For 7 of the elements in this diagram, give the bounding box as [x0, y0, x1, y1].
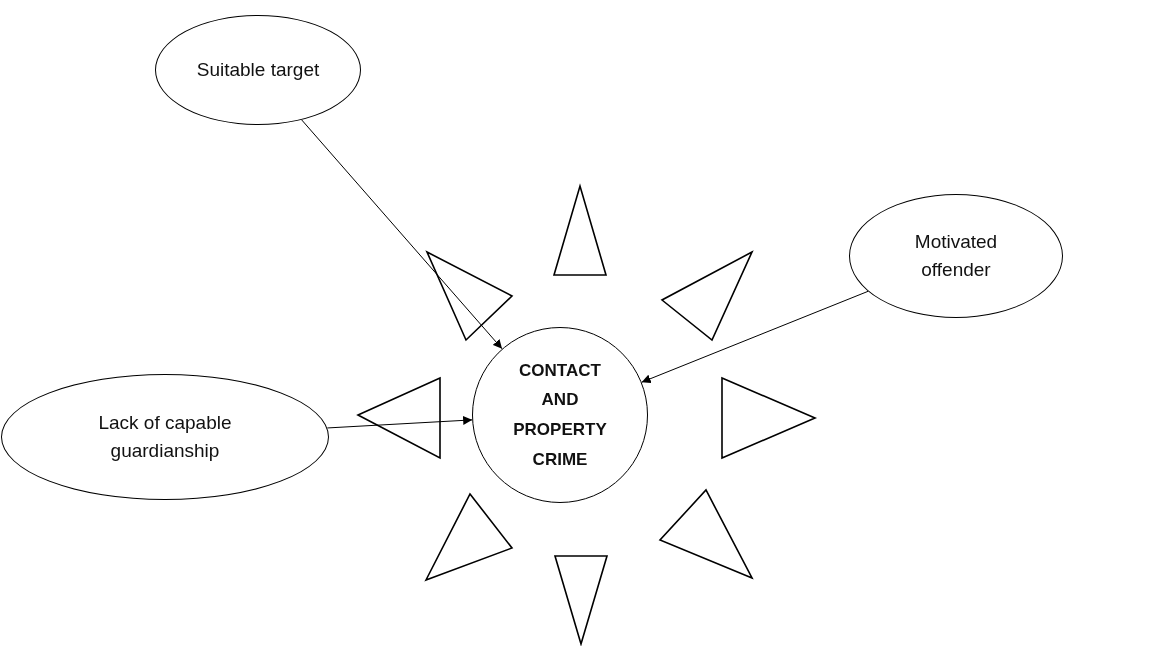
arrow — [301, 119, 503, 350]
arrow — [326, 415, 473, 429]
node-label: CONTACT AND PROPERTY CRIME — [513, 359, 607, 471]
node-label: Motivated offender — [913, 230, 999, 282]
arrow — [641, 290, 869, 384]
node-label: Suitable target — [196, 58, 320, 83]
node-label: Lack of capable guardianship — [97, 411, 233, 463]
